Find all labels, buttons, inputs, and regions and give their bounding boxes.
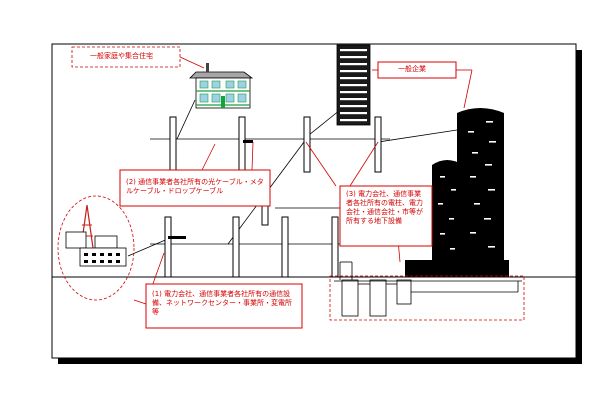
cable-closure — [243, 140, 253, 143]
label-drop-cable: (2) 通信事業者各社所有の光ケーブル・メタルケーブル・ドロップケーブル — [126, 178, 264, 195]
label-station: (1) 電力会社、通信事業者各社所有の通信設備、ネットワークセンター・事業所・変… — [152, 290, 292, 316]
underground-facilities — [334, 261, 522, 317]
upper-poles — [169, 116, 382, 173]
label-office: 一般企業 — [398, 65, 426, 73]
callout-boxes — [119, 61, 457, 329]
telecom-station — [65, 204, 127, 267]
cable-closure — [168, 236, 186, 239]
office-building-tall — [457, 108, 504, 262]
office-tower — [336, 44, 371, 126]
apartment-house — [189, 63, 254, 109]
label-underground: (3) 電力会社、通信事業者各社所有の電柱、電力会社・通信会社・市等が所有する地… — [346, 190, 423, 225]
building-base — [405, 260, 509, 277]
label-homes: 一般家庭や集合住宅 — [90, 52, 153, 60]
office-building-medium — [432, 160, 463, 262]
